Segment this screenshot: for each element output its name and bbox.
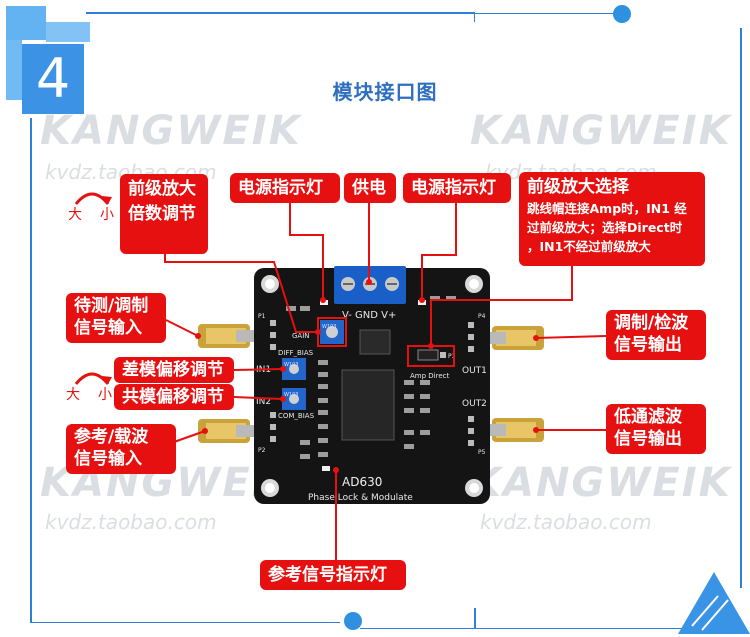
- pcb-p5-label: P5: [478, 449, 486, 456]
- label-ref-input: 参考/载波 信号输入: [66, 424, 176, 474]
- pcb-out2-label: OUT2: [462, 399, 487, 409]
- label-common-bias: 共模偏移调节: [114, 384, 234, 410]
- common-bias-potentiometer: [282, 388, 306, 410]
- pcb-amp-direct-label: Amp Direct: [410, 372, 449, 380]
- frame-left-line: [30, 118, 32, 623]
- section-number: 4: [22, 44, 84, 114]
- frame-right-line: [740, 28, 742, 588]
- label-input-signal: 待测/调制 信号输入: [66, 293, 166, 343]
- frame-bottom-line: [30, 622, 340, 623]
- label-pre-select: 前级放大选择 跳线帽连接Amp时，IN1 经 过前级放大；选择Direct时 ，…: [519, 172, 705, 266]
- pot-marking: W103: [284, 392, 299, 398]
- corner-triangle: [678, 572, 750, 634]
- pcb-p2-label: P2: [258, 447, 266, 454]
- pot-marking: W103: [284, 362, 299, 368]
- sma-connector-in1: [198, 324, 264, 348]
- knob-hint-small: 小: [98, 387, 112, 403]
- frame-bottom-tick: [474, 608, 476, 628]
- frame-dot-top: [613, 5, 631, 23]
- watermark-shop: kvdz.taobao.com: [45, 510, 217, 534]
- pcb-com-label: COM_BIAS: [278, 412, 315, 420]
- pcb-subtitle: Phase Lock & Modulate: [308, 493, 413, 503]
- pcb-in2-label: IN2: [256, 397, 271, 407]
- knob-hint-big: 大: [66, 387, 80, 403]
- watermark-shop: kvdz.taobao.com: [480, 510, 652, 534]
- frame-dot-bottom: [344, 612, 362, 630]
- label-power: 供电: [344, 173, 396, 203]
- label-diff-bias: 差模偏移调节: [114, 357, 234, 383]
- leader-lines: [164, 202, 607, 560]
- label-out-demod: 调制/检波 信号输出: [606, 310, 706, 360]
- pcb-pins-top: V- GND V+: [342, 310, 396, 321]
- sma-connector-out2: [478, 418, 544, 442]
- watermark-brand: KANGWEIK: [470, 108, 732, 154]
- label-out-lowpass: 低通滤波 信号输出: [606, 404, 706, 454]
- pot-marking: W103: [322, 324, 337, 330]
- label-power-led-left: 电源指示灯: [230, 173, 340, 203]
- label-pre-gain: 前级放大 倍数调节: [120, 174, 208, 254]
- diff-bias-potentiometer: [282, 358, 306, 380]
- ad630-ic: [341, 369, 395, 441]
- section-badge: 4: [6, 6, 90, 122]
- pcb-gain-label: GAIN: [292, 332, 310, 340]
- pcb-out1-label: OUT1: [462, 366, 487, 376]
- watermark-brand: KANGWEIK: [40, 108, 302, 154]
- label-power-led-right: 电源指示灯: [403, 173, 511, 203]
- opamp-ic: [359, 329, 391, 355]
- frame-bottom-line-2: [360, 628, 690, 629]
- pcb-diff-label: DIFF_BIAS: [278, 349, 314, 357]
- pcb-chip-label: AD630: [342, 475, 382, 489]
- page-title: 模块接口图: [332, 80, 438, 104]
- frame-top-right-line-2: [474, 13, 624, 14]
- frame-top-right-line: [474, 12, 475, 22]
- pcb-p3-label: P3: [448, 353, 456, 360]
- frame-top-line: [86, 12, 474, 14]
- pcb-p4-label: P4: [478, 313, 486, 320]
- gain-potentiometer: [320, 320, 344, 344]
- rotate-arrow-icon: [74, 192, 112, 205]
- knob-hint-big: 大: [68, 207, 82, 223]
- label-ref-led: 参考信号指示灯: [260, 560, 406, 590]
- rotate-arrow-icon: [74, 372, 112, 385]
- sma-connector-out1: [478, 326, 544, 350]
- pcb-p1-label: P1: [258, 313, 266, 320]
- reference-led: [322, 466, 330, 471]
- knob-hint-small: 小: [100, 207, 114, 223]
- watermark-brand: KANGWEIK: [470, 460, 732, 506]
